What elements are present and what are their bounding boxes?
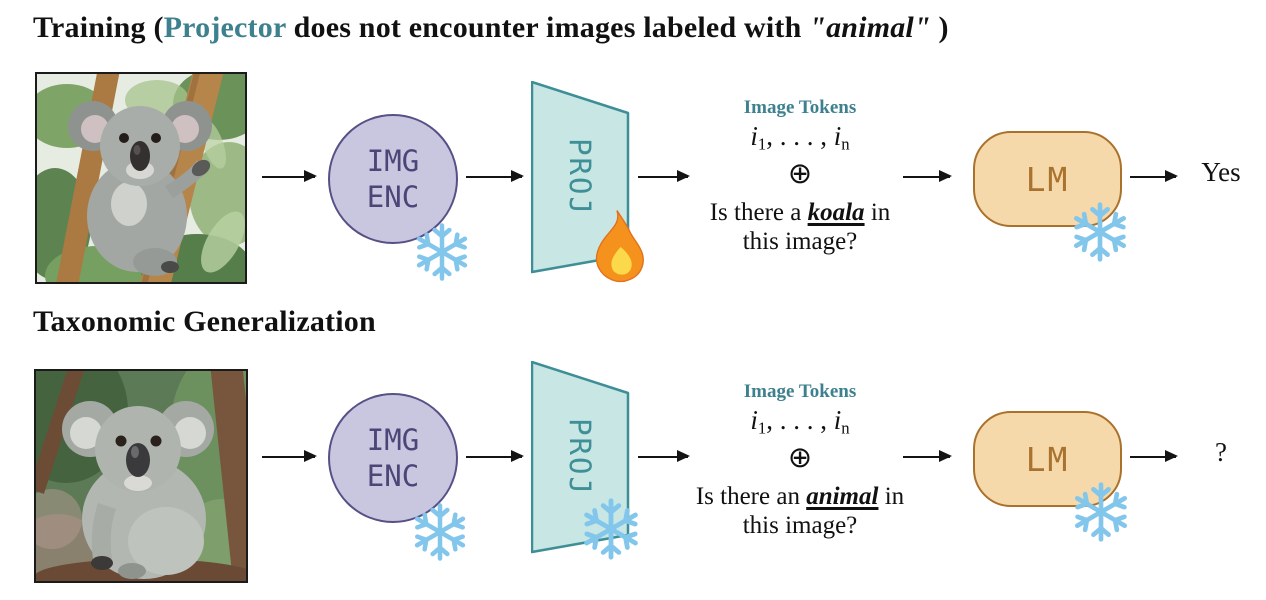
snowflake-icon bbox=[409, 501, 471, 563]
arrow-lm-to-output bbox=[1130, 170, 1178, 182]
arrow-projector-to-tokens bbox=[638, 170, 690, 182]
oplus-symbol: ⊕ bbox=[787, 440, 813, 475]
lm-label: LM bbox=[1025, 159, 1070, 199]
arrow-projector-to-tokens bbox=[638, 450, 690, 462]
snowflake-icon bbox=[411, 221, 473, 283]
question-keyword-animal: animal bbox=[806, 482, 879, 510]
arrow-encoder-to-projector bbox=[466, 450, 524, 462]
koala-branch-illustration bbox=[37, 74, 245, 282]
token-sequence-math: i1, . . . , in bbox=[750, 404, 850, 438]
lm-label: LM bbox=[1025, 439, 1070, 479]
image-encoder-block: IMG ENC bbox=[328, 114, 458, 244]
tokens-question-block-training: Image Tokens i1, . . . , in ⊕ Is there a… bbox=[688, 97, 912, 257]
training-title-quoted-animal: "animal" bbox=[809, 11, 931, 44]
encoder-label-line1: IMG bbox=[366, 143, 420, 178]
projector-label: PROJ bbox=[563, 418, 597, 496]
token-sequence-math: i1, . . . , in bbox=[750, 120, 850, 154]
projector-label: PROJ bbox=[563, 138, 597, 216]
arrow-tokens-to-lm bbox=[903, 450, 952, 462]
output-answer-generalization: ? bbox=[1215, 437, 1227, 467]
training-title-prefix: Training ( bbox=[33, 11, 164, 44]
arrow-encoder-to-projector bbox=[466, 170, 524, 182]
snowflake-icon bbox=[1068, 200, 1132, 264]
tokens-question-block-generalization: Image Tokens i1, . . . , in ⊕ Is there a… bbox=[688, 381, 912, 541]
arrow-image-to-encoder bbox=[262, 450, 317, 462]
arrow-lm-to-output bbox=[1130, 450, 1178, 462]
arrow-tokens-to-lm bbox=[903, 170, 952, 182]
encoder-label-line1: IMG bbox=[366, 422, 420, 457]
image-encoder-block: IMG ENC bbox=[328, 393, 458, 523]
generalization-title: Taxonomic Generalization bbox=[33, 305, 376, 338]
fire-icon bbox=[595, 209, 644, 283]
snowflake-icon bbox=[1069, 480, 1133, 544]
input-photo-koala-sitting bbox=[34, 369, 248, 583]
question-keyword-koala: koala bbox=[807, 198, 865, 226]
encoder-label-line2: ENC bbox=[366, 180, 420, 214]
training-title-suffix: ) bbox=[930, 11, 949, 44]
training-title-middle: does not encounter images labeled with bbox=[285, 11, 810, 44]
image-tokens-label: Image Tokens bbox=[743, 97, 857, 118]
arrow-image-to-encoder bbox=[262, 170, 317, 182]
question-text-generalization: Is there an animal in this image? bbox=[695, 482, 905, 540]
oplus-symbol: ⊕ bbox=[787, 156, 813, 191]
encoder-label-line2: ENC bbox=[366, 459, 420, 493]
training-title: Training (Projector does not encounter i… bbox=[33, 11, 949, 45]
snowflake-icon bbox=[578, 496, 644, 562]
koala-sitting-illustration bbox=[36, 371, 246, 581]
output-answer-training: Yes bbox=[1201, 157, 1241, 187]
image-tokens-label: Image Tokens bbox=[743, 381, 857, 402]
question-text-training: Is there a koala in this image? bbox=[709, 198, 891, 256]
training-title-projector-highlight: Projector bbox=[163, 11, 286, 44]
input-photo-koala-branch bbox=[35, 72, 247, 284]
